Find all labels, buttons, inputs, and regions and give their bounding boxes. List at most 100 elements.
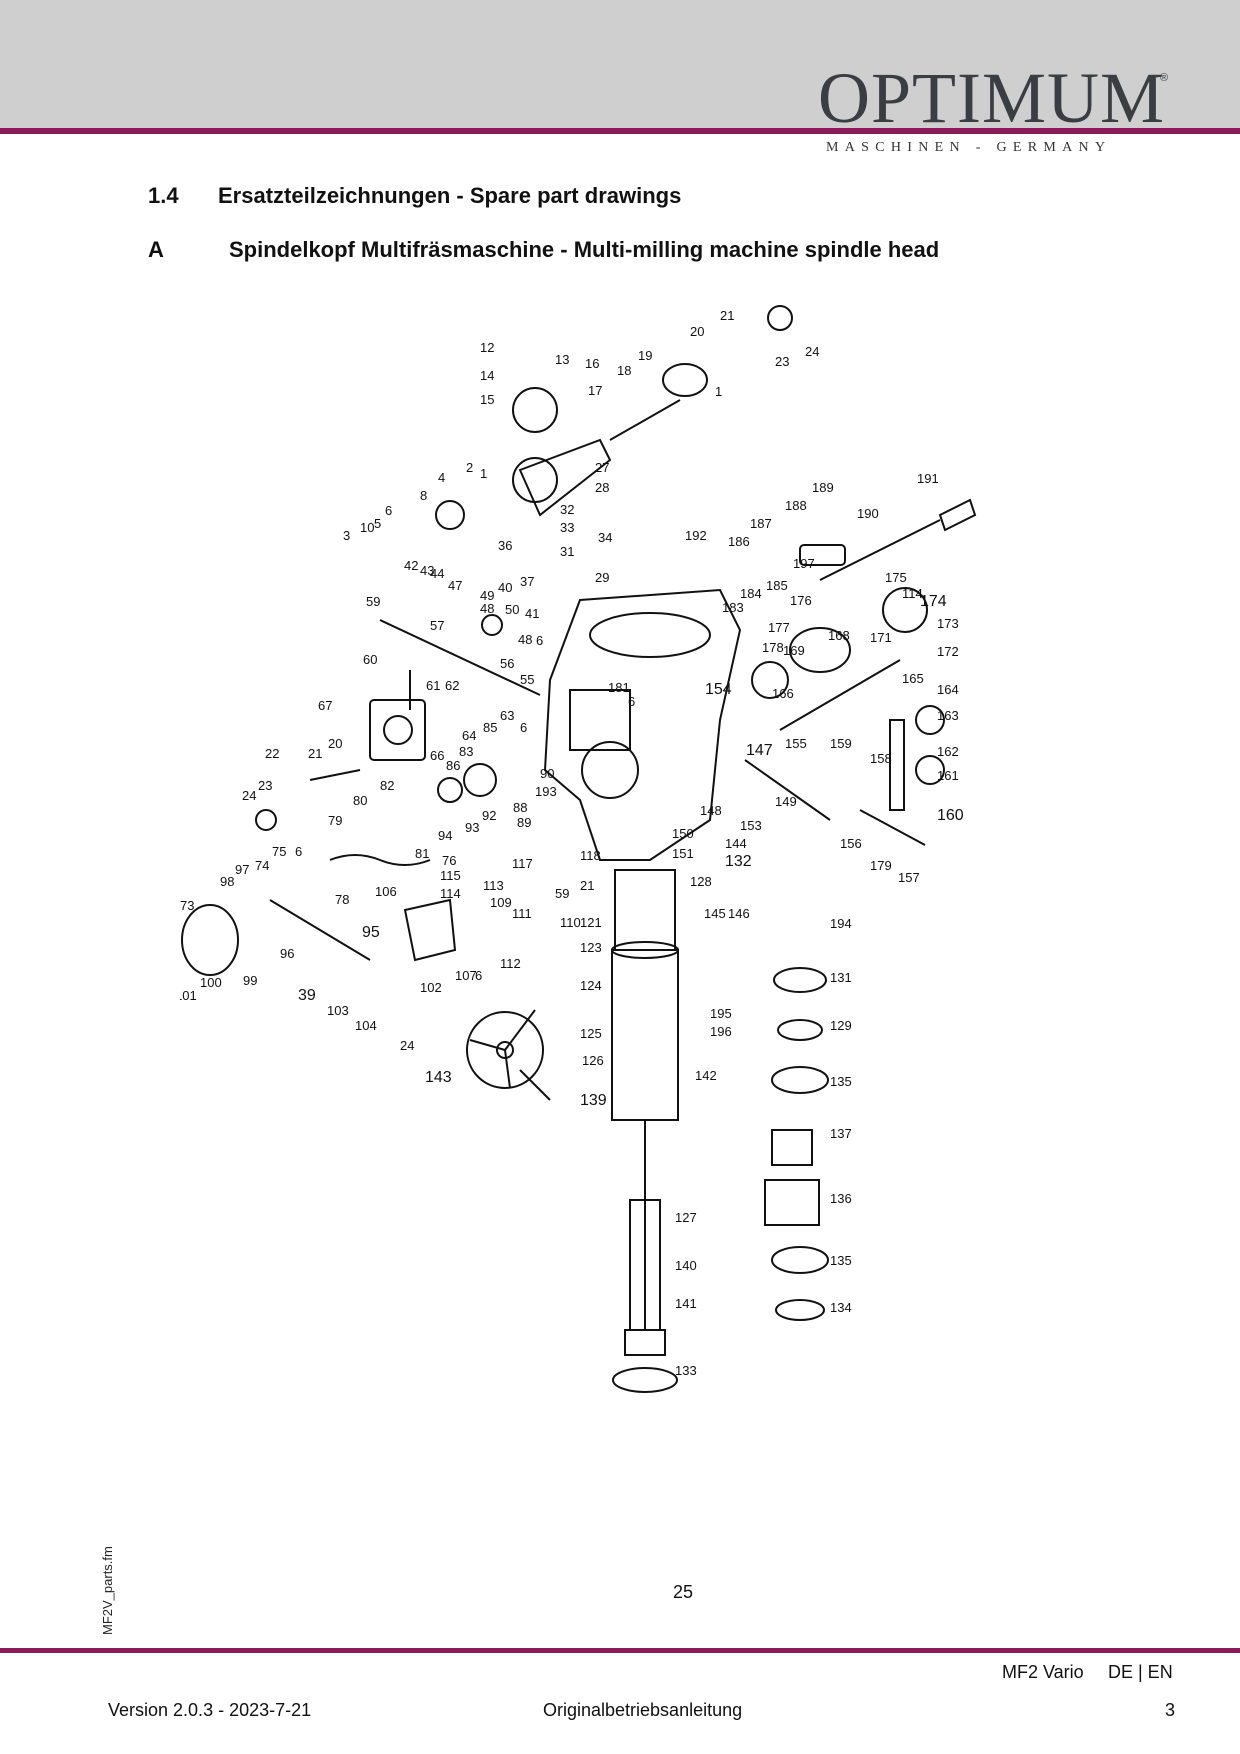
part-label-111: 111: [512, 906, 532, 921]
footer-page-number: 3: [1165, 1700, 1176, 1720]
part-label-93: 93: [465, 820, 479, 835]
footer-model: MF2 Vario: [1002, 1662, 1084, 1682]
shaft-156: [859, 809, 926, 846]
part-label-197: 197: [793, 556, 815, 571]
part-label-178: 178: [762, 640, 784, 655]
part-label-150: 150: [672, 826, 694, 841]
gear-8: [435, 500, 465, 530]
part-label-76: 76: [442, 853, 456, 868]
part-label-112: 112: [500, 956, 521, 971]
handle-126: [519, 1069, 551, 1101]
part-label-185: 185: [766, 578, 788, 593]
part-label-6: 6: [520, 720, 527, 735]
part-label-160: 160: [937, 807, 964, 824]
part-label-107: 107: [455, 968, 477, 983]
part-label-32: 32: [560, 502, 574, 517]
bearing-131: [773, 967, 827, 993]
part-label-95: 95: [362, 924, 380, 941]
part-label-1: 1: [715, 384, 722, 399]
bearing-135-lower: [771, 1246, 829, 1274]
part-label-17: 17: [588, 383, 602, 398]
part-label-174: 174: [920, 593, 947, 610]
part-label-164: 164: [937, 682, 959, 697]
part-label-136: 136: [830, 1191, 852, 1206]
cover-plate-boss: [383, 715, 413, 745]
part-label-121: 121: [580, 915, 602, 930]
part-label-75: 75: [272, 844, 286, 859]
part-label-135: 135: [830, 1074, 852, 1089]
part-label-28: 28: [595, 480, 609, 495]
part-label-18: 18: [617, 363, 631, 378]
handle-191: [938, 498, 977, 532]
part-label-3: 3: [343, 528, 350, 543]
part-label-15: 15: [480, 392, 494, 407]
pin-20: [309, 769, 361, 781]
part-label-188: 188: [785, 498, 807, 513]
part-label-144: 144: [725, 836, 747, 851]
part-label-106: 106: [375, 884, 397, 899]
part-label-73: 73: [180, 898, 194, 913]
drawing-page-number: 25: [673, 1582, 694, 1602]
registered-mark: ®: [1160, 72, 1169, 84]
part-label-21: 21: [720, 308, 734, 323]
part-label-1: 1: [480, 466, 487, 481]
part-label-181: 181: [608, 680, 630, 695]
handwheel-spoke-a: [504, 1009, 536, 1051]
spring-79: [329, 854, 431, 866]
spacer-137: [771, 1129, 813, 1166]
part-label-31: 31: [560, 544, 574, 559]
head-casting: [543, 588, 742, 861]
part-label-184: 184: [740, 586, 762, 601]
part-label-163: 163: [937, 708, 959, 723]
part-label-20: 20: [690, 324, 704, 339]
part-label-140: 140: [675, 1258, 697, 1273]
part-label-37: 37: [520, 574, 534, 589]
part-label-193: 193: [535, 784, 557, 799]
shaft-155: [744, 759, 831, 821]
part-label-57: 57: [430, 618, 444, 633]
part-label-80: 80: [353, 793, 367, 808]
part-label-97: 97: [235, 862, 249, 877]
part-label-137: 137: [830, 1126, 852, 1141]
part-label-104: 104: [355, 1018, 377, 1033]
part-label-85: 85: [483, 720, 497, 735]
part-label-147: 147: [746, 742, 773, 759]
part-label-16: 16: [585, 356, 599, 371]
part-label-131: 131: [830, 970, 852, 985]
header-band: [0, 0, 1240, 128]
part-label-41: 41: [525, 606, 539, 621]
part-label-102: 102: [420, 980, 442, 995]
part-label-61: 61: [426, 678, 440, 693]
part-label-2: 2: [466, 460, 473, 475]
part-label-134: 134: [830, 1300, 852, 1315]
top-lever: [518, 438, 612, 517]
part-label-191: 191: [917, 471, 939, 486]
part-label-171: 171: [870, 630, 892, 645]
part-label-6: 6: [628, 694, 635, 709]
top-lever-hub: [512, 457, 558, 503]
shaft-18: [609, 399, 681, 441]
part-label-118: 118: [580, 848, 601, 863]
gear-49: [481, 614, 503, 636]
knob-161: [915, 755, 945, 785]
part-label-155: 155: [785, 736, 807, 751]
part-label-34: 34: [598, 530, 612, 545]
part-label-22: 22: [265, 746, 279, 761]
part-label-148: 148: [700, 803, 722, 818]
part-label-161: 161: [937, 768, 959, 783]
part-label-165: 165: [902, 671, 924, 686]
part-label-176: 176: [790, 593, 812, 608]
bearing-178: [751, 661, 789, 699]
part-label-59: 59: [366, 594, 380, 609]
casting-bore: [589, 612, 711, 658]
part-label-12: 12: [480, 340, 494, 355]
ball-24: [767, 305, 793, 331]
subsection-title: Spindelkopf Multifräsmaschine - Multi-mi…: [229, 237, 940, 262]
housing-177: [789, 627, 851, 673]
part-label-132: 132: [725, 853, 752, 870]
part-label-110: 110: [560, 915, 581, 930]
part-label-142: 142: [695, 1068, 717, 1083]
part-label-114: 114: [902, 586, 923, 601]
part-label-88: 88: [513, 800, 527, 815]
